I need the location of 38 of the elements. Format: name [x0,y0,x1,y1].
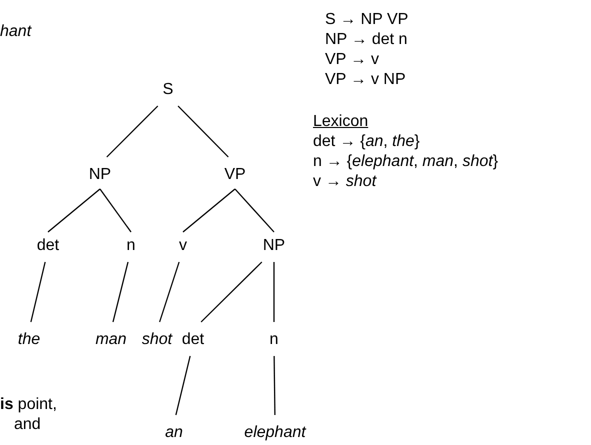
tree-branch [182,188,236,232]
tree-branch [159,262,180,322]
tree-label: elephant [242,423,308,443]
grammar-rule: NP → det n [325,31,408,49]
section-heading: Lexicon [313,113,368,131]
tree-label: NP [260,236,288,256]
grammar-rule: n → {elephant, man, shot} [313,153,498,171]
tree-label: NP [86,165,114,185]
tree-branch [200,262,262,322]
tree-label: shot [140,330,174,350]
grammar-rule: v → shot [313,173,376,191]
tree-branch [48,188,100,232]
tree-branch [234,188,274,232]
tree-label: det [180,330,206,350]
tree-label: n [124,236,138,256]
tree-label: man [93,330,129,350]
tree-label: v [177,236,189,256]
tree-branch [178,106,229,158]
text-fragment: is point, [0,396,57,414]
tree-branch [100,188,132,232]
tree-branch [30,262,46,322]
tree-branch [274,356,276,415]
grammar-rule: S → NP VP [325,11,408,29]
tree-branch [175,356,191,416]
tree-branch [106,106,158,158]
text-fragment: hant [0,23,32,41]
tree-label: the [16,330,42,350]
grammar-rule: det → {an, the} [313,133,420,151]
grammar-rule: VP → v NP [325,71,406,89]
tree-label: det [34,236,62,256]
tree-label: n [268,330,280,350]
tree-branch [112,262,129,322]
tree-branch [273,262,275,322]
tree-label: an [163,423,185,443]
tree-label: VP [222,165,248,185]
grammar-rule: VP → v [325,51,379,69]
tree-label: S [160,80,176,100]
text-fragment: and [14,416,41,434]
